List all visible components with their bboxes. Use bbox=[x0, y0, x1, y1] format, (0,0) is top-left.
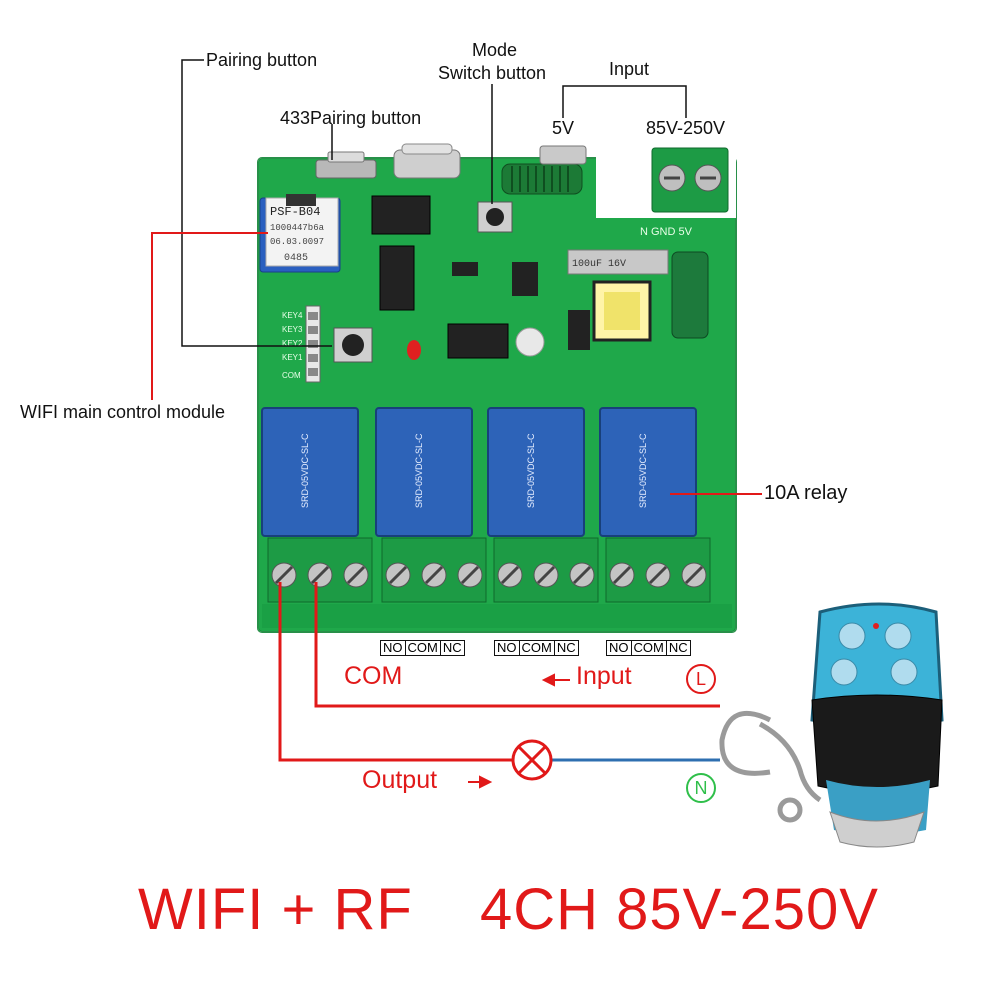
screw-slot bbox=[424, 565, 444, 585]
screw-slot bbox=[274, 565, 294, 585]
com-pin-label: COM bbox=[282, 371, 301, 380]
usb-5v-connector bbox=[539, 145, 587, 165]
wiring-lines bbox=[278, 582, 720, 762]
5v-label: 5V bbox=[552, 118, 575, 138]
key1-label: KEY1 bbox=[282, 353, 303, 362]
red-leaders bbox=[151, 232, 762, 495]
crystal-oscillator bbox=[393, 143, 461, 179]
screw-slot bbox=[346, 565, 366, 585]
red-led bbox=[407, 340, 421, 360]
contact-com: COM bbox=[520, 641, 555, 655]
neutral-symbol: N bbox=[686, 773, 716, 803]
small-capacitor bbox=[515, 327, 545, 357]
module-text-1: PSF-B04 bbox=[270, 205, 320, 219]
relay-label-text: SRD-05VDC-SL-C bbox=[300, 433, 310, 508]
keyring bbox=[719, 710, 822, 823]
contact-no: NO bbox=[381, 641, 406, 655]
power-pin-labels: N GND 5V bbox=[640, 226, 693, 238]
screw-slot bbox=[536, 565, 556, 585]
screw-slot bbox=[684, 565, 704, 585]
mode-switch-button bbox=[477, 201, 513, 233]
module-text-3: 06.03.0097 bbox=[270, 237, 324, 247]
power-supply bbox=[567, 249, 709, 350]
relay-label-text: SRD-05VDC-SL-C bbox=[414, 433, 424, 508]
capacitor-text: 100uF 16V bbox=[572, 259, 626, 270]
switch-button-label: Switch button bbox=[438, 63, 547, 83]
relays: SRD-05VDC-SL-C SRD-05VDC-SL-C SRD-05VDC-SL… bbox=[261, 407, 697, 537]
rf-antenna-coil bbox=[501, 163, 583, 195]
module-text-2: 1000447b6a bbox=[270, 223, 325, 233]
pcb-bottom-strip bbox=[262, 604, 732, 628]
input-wire-label: Input bbox=[576, 662, 632, 690]
screw-slot bbox=[460, 565, 480, 585]
output-wire-label: Output bbox=[362, 766, 438, 794]
terminal-block-1 bbox=[267, 537, 373, 603]
85-250v-label: 85V-250V bbox=[646, 118, 726, 138]
title-left: WIFI + RF bbox=[138, 877, 413, 942]
terminal-block-4 bbox=[605, 537, 711, 603]
contact-box-2: NO COM NC bbox=[494, 640, 579, 656]
relay-3: SRD-05VDC-SL-C bbox=[487, 407, 585, 537]
contact-box-3: NO COM NC bbox=[606, 640, 691, 656]
wifi-module-label: WIFI main control module bbox=[20, 402, 226, 422]
pairing-button-label: Pairing button bbox=[206, 50, 318, 70]
input-label: Input bbox=[609, 59, 650, 79]
wifi-module bbox=[259, 197, 341, 273]
relay-label-text: SRD-05VDC-SL-C bbox=[526, 433, 536, 508]
key2-label: KEY2 bbox=[282, 339, 303, 348]
contact-com: COM bbox=[406, 641, 441, 655]
key4-label: KEY4 bbox=[282, 311, 303, 320]
module-text-4: 0485 bbox=[284, 253, 308, 264]
pairing-433-button-label: 433Pairing button bbox=[280, 108, 422, 128]
screw-slot bbox=[572, 565, 592, 585]
pairing-433-button bbox=[315, 151, 377, 179]
arrows bbox=[468, 673, 570, 789]
contact-box-1: NO COM NC bbox=[380, 640, 465, 656]
rf-remote bbox=[810, 602, 944, 848]
ic-chips bbox=[286, 194, 538, 359]
relay-4: SRD-05VDC-SL-C bbox=[599, 407, 697, 537]
leader-lines bbox=[181, 59, 687, 347]
contact-no: NO bbox=[495, 641, 520, 655]
title-right: 4CH 85V-250V bbox=[480, 877, 879, 942]
relay-1: SRD-05VDC-SL-C bbox=[261, 407, 359, 537]
line-symbol: L bbox=[686, 664, 716, 694]
output-terminals bbox=[267, 537, 711, 603]
contact-nc: NC bbox=[442, 640, 462, 655]
relay-label-text: SRD-05VDC-SL-C bbox=[638, 433, 648, 508]
key-header-pins bbox=[305, 305, 321, 383]
lamp-symbol bbox=[511, 739, 553, 781]
terminal-block-3 bbox=[493, 537, 599, 603]
screw-slot bbox=[310, 565, 330, 585]
pairing-tact-button bbox=[333, 327, 373, 363]
screw-slot bbox=[648, 565, 668, 585]
contact-com: COM bbox=[632, 641, 667, 655]
contact-nc: NC bbox=[556, 640, 576, 655]
key3-label: KEY3 bbox=[282, 325, 303, 334]
terminal-block-2 bbox=[381, 537, 487, 603]
screw-slot bbox=[500, 565, 520, 585]
screw-slot bbox=[388, 565, 408, 585]
power-terminal bbox=[651, 147, 729, 213]
contact-nc: NC bbox=[668, 640, 688, 655]
relay-label: 10A relay bbox=[764, 482, 848, 504]
contact-no: NO bbox=[607, 641, 632, 655]
com-wire-label: COM bbox=[344, 662, 403, 690]
mode-label: Mode bbox=[472, 40, 518, 60]
screw-slot bbox=[612, 565, 632, 585]
relay-2: SRD-05VDC-SL-C bbox=[375, 407, 473, 537]
